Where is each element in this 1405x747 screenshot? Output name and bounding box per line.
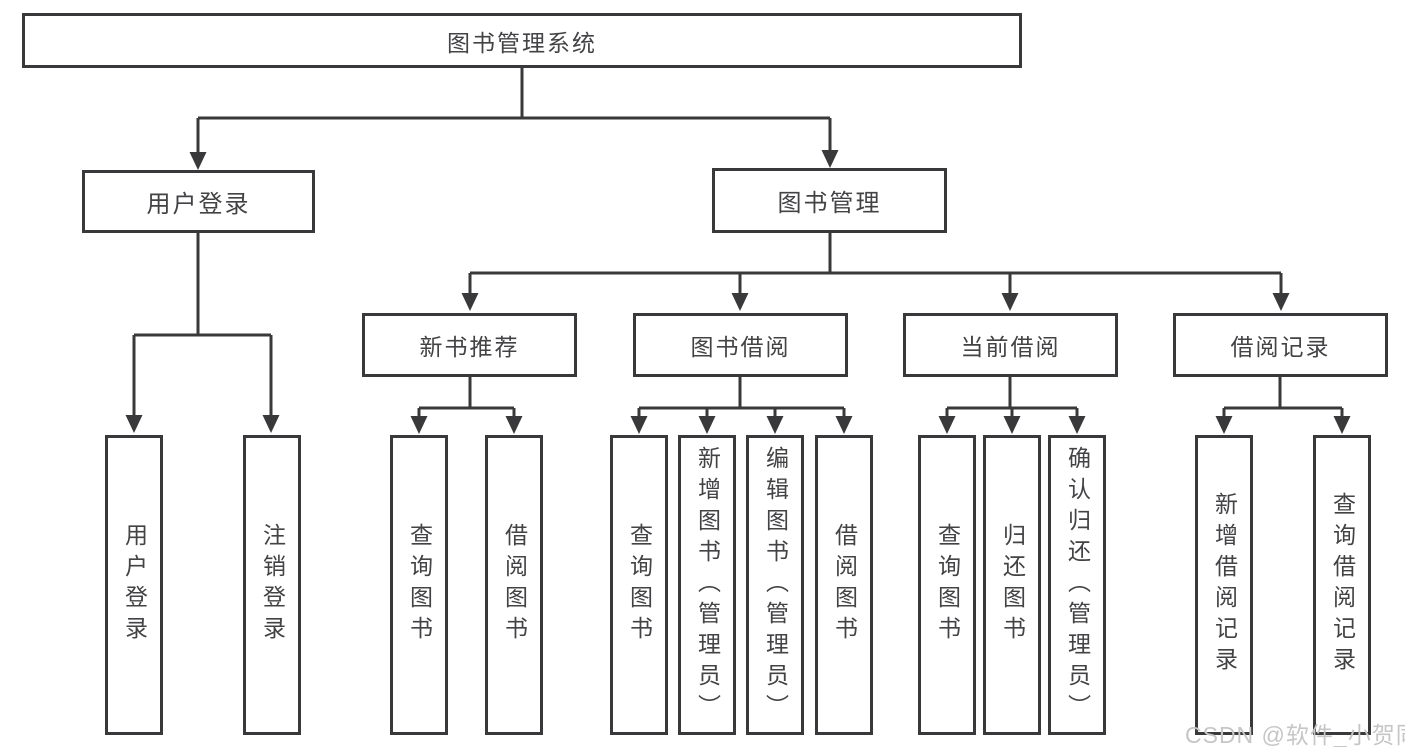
arrow-down-icon (1333, 416, 1351, 434)
node-library-management-system: 图书管理系统 (22, 13, 1022, 68)
arrow-down-icon (461, 293, 479, 311)
leaf-add-books-admin: 新增图书（管理员） (678, 435, 736, 735)
node-borrowing-records: 借阅记录 (1173, 313, 1388, 377)
leaf-return-books: 归还图书 (983, 435, 1041, 735)
arrow-down-icon (410, 416, 428, 434)
arrow-down-icon (1003, 416, 1021, 434)
arrow-down-icon (938, 416, 956, 434)
csdn-watermark: CSDN @软件_小贺同学 (1185, 722, 1405, 747)
leaf-user-login: 用户登录 (105, 435, 163, 735)
leaf-query-borrow-record: 查询借阅记录 (1313, 435, 1371, 735)
arrow-down-icon (630, 416, 648, 434)
arrow-down-icon (1001, 293, 1019, 311)
leaf-add-borrow-record: 新增借阅记录 (1195, 435, 1253, 735)
arrow-down-icon (125, 415, 143, 433)
arrow-down-icon (1068, 416, 1086, 434)
arrow-down-icon (698, 416, 716, 434)
leaf-query-books-current: 查询图书 (918, 435, 976, 735)
node-current-borrowing: 当前借阅 (903, 313, 1118, 377)
arrowhead-icons (125, 150, 1351, 434)
arrow-down-icon (821, 150, 839, 168)
arrow-down-icon (189, 152, 207, 170)
arrow-down-icon (766, 416, 784, 434)
node-new-book-recommend: 新书推荐 (362, 313, 577, 377)
arrow-down-icon (1272, 293, 1290, 311)
leaf-query-books-recommend: 查询图书 (390, 435, 448, 735)
node-book-management: 图书管理 (712, 168, 947, 233)
leaf-borrow-books-recommend: 借阅图书 (485, 435, 543, 735)
arrow-down-icon (505, 416, 523, 434)
leaf-confirm-return-admin: 确认归还（管理员） (1048, 435, 1106, 735)
leaf-edit-books-admin: 编辑图书（管理员） (746, 435, 804, 735)
leaf-borrow-books: 借阅图书 (815, 435, 873, 735)
arrow-down-icon (1215, 416, 1233, 434)
arrow-down-icon (262, 415, 280, 433)
node-book-borrowing: 图书借阅 (633, 313, 848, 377)
arrow-down-icon (731, 293, 749, 311)
arrow-down-icon (835, 416, 853, 434)
leaf-logout: 注销登录 (243, 435, 301, 735)
node-user-login: 用户登录 (82, 170, 315, 233)
leaf-query-books-borrow: 查询图书 (610, 435, 668, 735)
connector-segments (132, 68, 1344, 418)
